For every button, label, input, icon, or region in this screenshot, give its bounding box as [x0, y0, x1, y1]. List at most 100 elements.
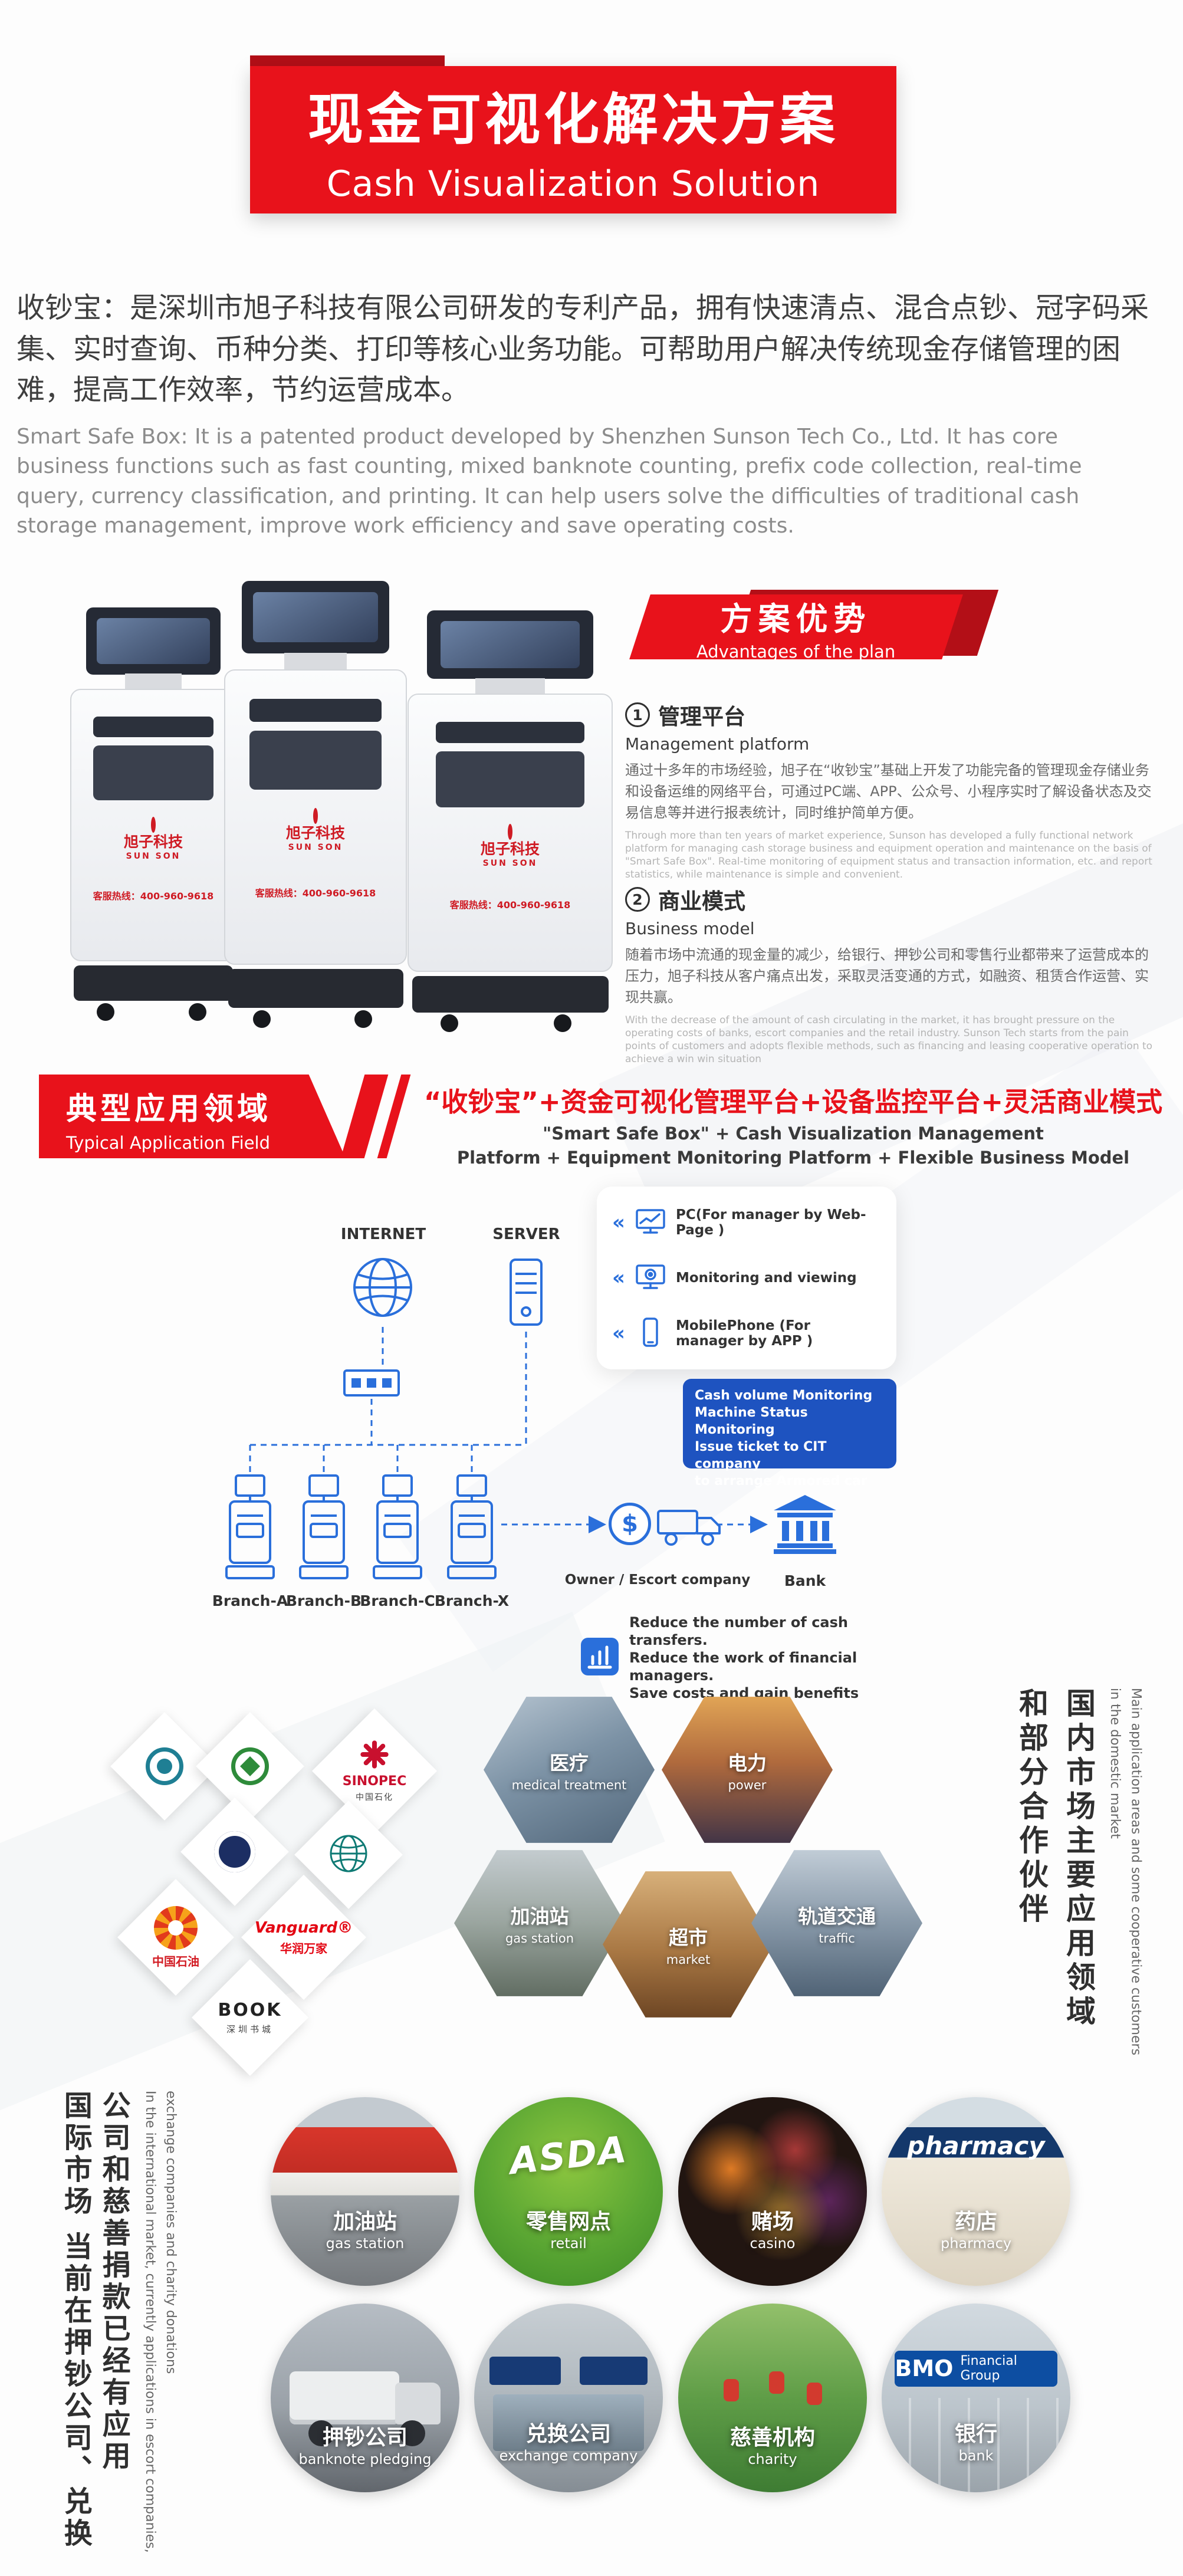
- machine-wheel: [189, 1003, 206, 1021]
- advantage-title-zh: 管理平台: [658, 704, 745, 730]
- brand-en: SUN SON: [288, 842, 343, 852]
- international-market-vertical-text: 国际市场 当前在押钞公司、兑换公司和慈善捐款已经有应用 In the inter…: [56, 2091, 188, 2571]
- armored-truck-cab-graphic: [395, 2383, 441, 2424]
- branch-label: Branch-A: [212, 1592, 288, 1609]
- circle-label-zh: 零售网点: [525, 2210, 611, 2235]
- machine-screen: [440, 621, 580, 668]
- sinopec-wordmark: SINOPEC: [342, 1773, 407, 1789]
- partner-logo-sinopec: SINOPEC 中国石化: [311, 1708, 438, 1834]
- domestic-market-vertical-text: Main application areas and some cooperat…: [1005, 1688, 1151, 2061]
- left-chevrons-icon: «: [612, 1322, 625, 1345]
- machine-brand: 旭子科技 SUN SON: [218, 807, 413, 852]
- hexagon-photo-rail-traffic: 轨道交通 traffic: [751, 1850, 922, 1996]
- info-line: Issue ticket to CIT company: [695, 1440, 827, 1472]
- advantage-item-management: 1 管理平台 Management platform 通过十多年的市场经验，旭子…: [625, 699, 1156, 881]
- sinopec-star-icon: [360, 1740, 389, 1772]
- branch-label: Branch-X: [434, 1592, 510, 1609]
- circle-label-en: casino: [750, 2235, 796, 2252]
- note-line: Reduce the work of financial managers.: [629, 1650, 857, 1684]
- monitoring-screen-icon: [635, 1261, 666, 1295]
- bmo-sign-main-text: BMO: [895, 2355, 954, 2382]
- circle-label-en: banknote pledging: [298, 2451, 432, 2468]
- circle-label-zh: 赌场: [751, 2210, 794, 2235]
- machine-wheel: [440, 1014, 458, 1033]
- machine-note-slot: [436, 721, 584, 743]
- domestic-vertical-en: Main application areas and some cooperat…: [1108, 1688, 1143, 2056]
- machine-deposit-module: [93, 745, 213, 800]
- smart-safe-box-machine: 旭子科技 SUN SON 客服热线：400-960-9618: [65, 607, 242, 1026]
- photo-circle-bank: BMO Financial Group 银行 bank: [882, 2304, 1070, 2492]
- hexagon-label-zh: 医疗: [550, 1752, 589, 1775]
- hexagon-label-en: market: [666, 1953, 711, 1967]
- navy-seal-icon: [214, 1831, 255, 1872]
- machine-screen: [253, 592, 378, 642]
- application-field-banner: 典型应用领域 Typical Application Field: [39, 1075, 346, 1158]
- item-number-icon: 2: [625, 887, 650, 912]
- circle-label-en: pharmacy: [940, 2235, 1012, 2252]
- brand-zh: 旭子科技: [285, 824, 345, 842]
- branch-label: Branch-C: [360, 1592, 435, 1609]
- solution-headline-en-line1: "Smart Safe Box" + Cash Visualization Ma…: [543, 1123, 1044, 1144]
- hexagon-photo-power: 电力 power: [662, 1697, 833, 1843]
- machine-screen: [97, 617, 210, 664]
- advantage-item-business: 2 商业模式 Business model 随着市场中流通的现金量的减少，给银行…: [625, 883, 1156, 1066]
- bank-label: Bank: [784, 1572, 826, 1589]
- machine-deposit-module: [436, 751, 584, 807]
- photo-circle-charity: 慈善机构 charity: [678, 2304, 867, 2492]
- advantage-body-zh: 通过十多年的市场经验，旭子在“收钞宝”基础上开发了功能完备的管理现金存储业务和设…: [625, 762, 1152, 821]
- machine-brand: 旭子科技 SUN SON: [65, 816, 242, 861]
- server-icon: [507, 1257, 545, 1329]
- left-chevrons-icon: «: [612, 1211, 625, 1234]
- application-title-en: Typical Application Field: [66, 1133, 271, 1153]
- machine-neck: [125, 673, 182, 691]
- circle-label-zh: 兑换公司: [525, 2422, 611, 2446]
- circle-label-en: exchange company: [499, 2447, 638, 2464]
- sinopec-chinese-name: 中国石化: [356, 1792, 393, 1802]
- solution-headline-en: "Smart Safe Box" + Cash Visualization Ma…: [413, 1122, 1174, 1169]
- teal-emblem-icon: [146, 1747, 183, 1785]
- vanguard-wordmark: Vanguard®: [254, 1918, 353, 1937]
- manager-row-label: Monitoring and viewing: [675, 1270, 857, 1286]
- pc-monitor-icon: [635, 1205, 666, 1240]
- diagram-connection-lines: [249, 1327, 768, 1533]
- hexagon-label-en: gas station: [505, 1931, 574, 1946]
- hexagon-label-en: medical treatment: [511, 1778, 627, 1792]
- monitoring-info-box: Cash volume Monitoring Machine Status Mo…: [683, 1379, 896, 1489]
- manager-row-pc: « PC(For manager by Web-Page ): [597, 1205, 896, 1240]
- photo-circle-casino: 赌场 casino: [678, 2097, 867, 2286]
- hexagon-label-zh: 超市: [669, 1926, 708, 1949]
- hotline-text: 客服热线：400-960-9618: [93, 890, 214, 902]
- domestic-vertical-zh-line1: 国内市场主要应用领域: [1062, 1688, 1096, 2030]
- machine-wheel: [354, 1010, 372, 1028]
- asda-sign-text: ASDA: [507, 2127, 630, 2183]
- branch-label: Branch-B: [285, 1592, 362, 1609]
- benefits-note: Reduce the number of cash transfers. Red…: [581, 1614, 911, 1702]
- circle-label-zh: 药店: [954, 2210, 997, 2235]
- hexagon-label-en: power: [728, 1778, 767, 1792]
- globe-emblem-icon: [328, 1833, 369, 1877]
- machine-base: [412, 975, 609, 1013]
- children-graphic: [723, 2379, 739, 2401]
- advantage-body-zh: 随着市场中流通的现金量的减少，给银行、押钞公司和零售行业都带来了运营成本的压力，…: [625, 947, 1149, 1006]
- storefront-glass-graphic: [493, 2394, 644, 2451]
- advantages-title-zh: 方案优势: [721, 600, 872, 638]
- circle-label-en: gas station: [326, 2235, 405, 2252]
- manager-row-label: PC(For manager by Web-Page ): [675, 1207, 866, 1238]
- hotline-text: 客服热线：400-960-9618: [255, 887, 376, 899]
- photo-circle-exchange-company: 兑换公司 exchange company: [474, 2304, 663, 2492]
- children-graphic: [806, 2383, 822, 2406]
- branch-machine-icon: [369, 1474, 426, 1586]
- book-chinese-name: 深圳书城: [226, 2024, 274, 2035]
- machine-base: [228, 969, 403, 1008]
- page-title: 现金可视化解决方案: [307, 88, 839, 152]
- solution-headline-zh: “收钞宝”+资金可视化管理平台+设备监控平台+灵活商业模式: [423, 1086, 1163, 1118]
- international-vertical-zh: 国际市场 当前在押钞公司、兑换公司和慈善捐款已经有应用: [58, 2091, 130, 2550]
- circle-label-en: bank: [958, 2447, 994, 2464]
- item-number-icon: 1: [625, 702, 650, 727]
- photo-circle-escort-company: 押钞公司 banknote pledging: [271, 2304, 459, 2492]
- hexagon-label-zh: 加油站: [510, 1905, 569, 1928]
- manager-row-mobile: « MobilePhone (For manager by APP ): [597, 1316, 896, 1351]
- header-banner: 现金可视化解决方案 Cash Visualization Solution: [250, 66, 896, 213]
- vanguard-chinese-name: 华润万家: [280, 1941, 327, 1956]
